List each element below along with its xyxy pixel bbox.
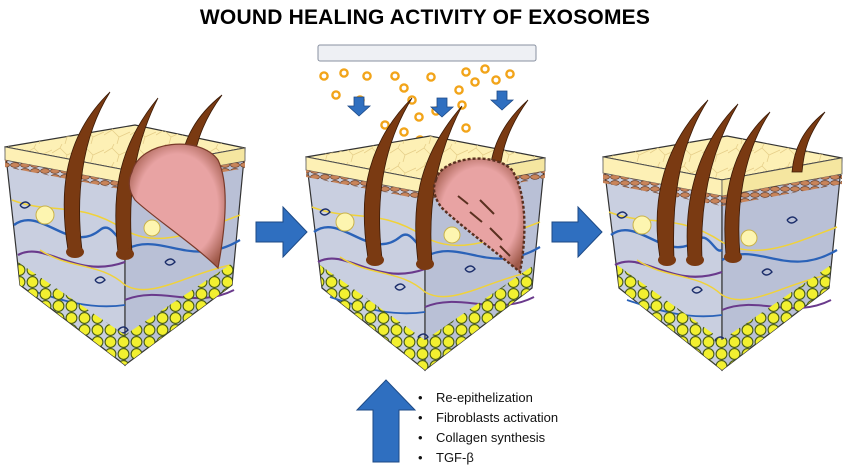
effect-item: TGF-β xyxy=(418,448,558,468)
effects-list: Re-epithelization Fibroblasts activation… xyxy=(418,388,558,468)
input-arrow xyxy=(355,379,417,463)
process-arrow-1 xyxy=(255,205,308,259)
down-arrows xyxy=(346,90,515,118)
effect-item: Re-epithelization xyxy=(418,388,558,408)
skin-block-wound xyxy=(4,91,246,367)
exosome-dispenser xyxy=(317,44,537,62)
effect-item: Fibroblasts activation xyxy=(418,408,558,428)
skin-block-treated xyxy=(305,97,546,372)
process-arrow-2 xyxy=(551,205,603,259)
page-title: WOUND HEALING ACTIVITY OF EXOSOMES xyxy=(199,6,651,29)
skin-block-healed xyxy=(602,99,843,372)
effect-item: Collagen synthesis xyxy=(418,428,558,448)
